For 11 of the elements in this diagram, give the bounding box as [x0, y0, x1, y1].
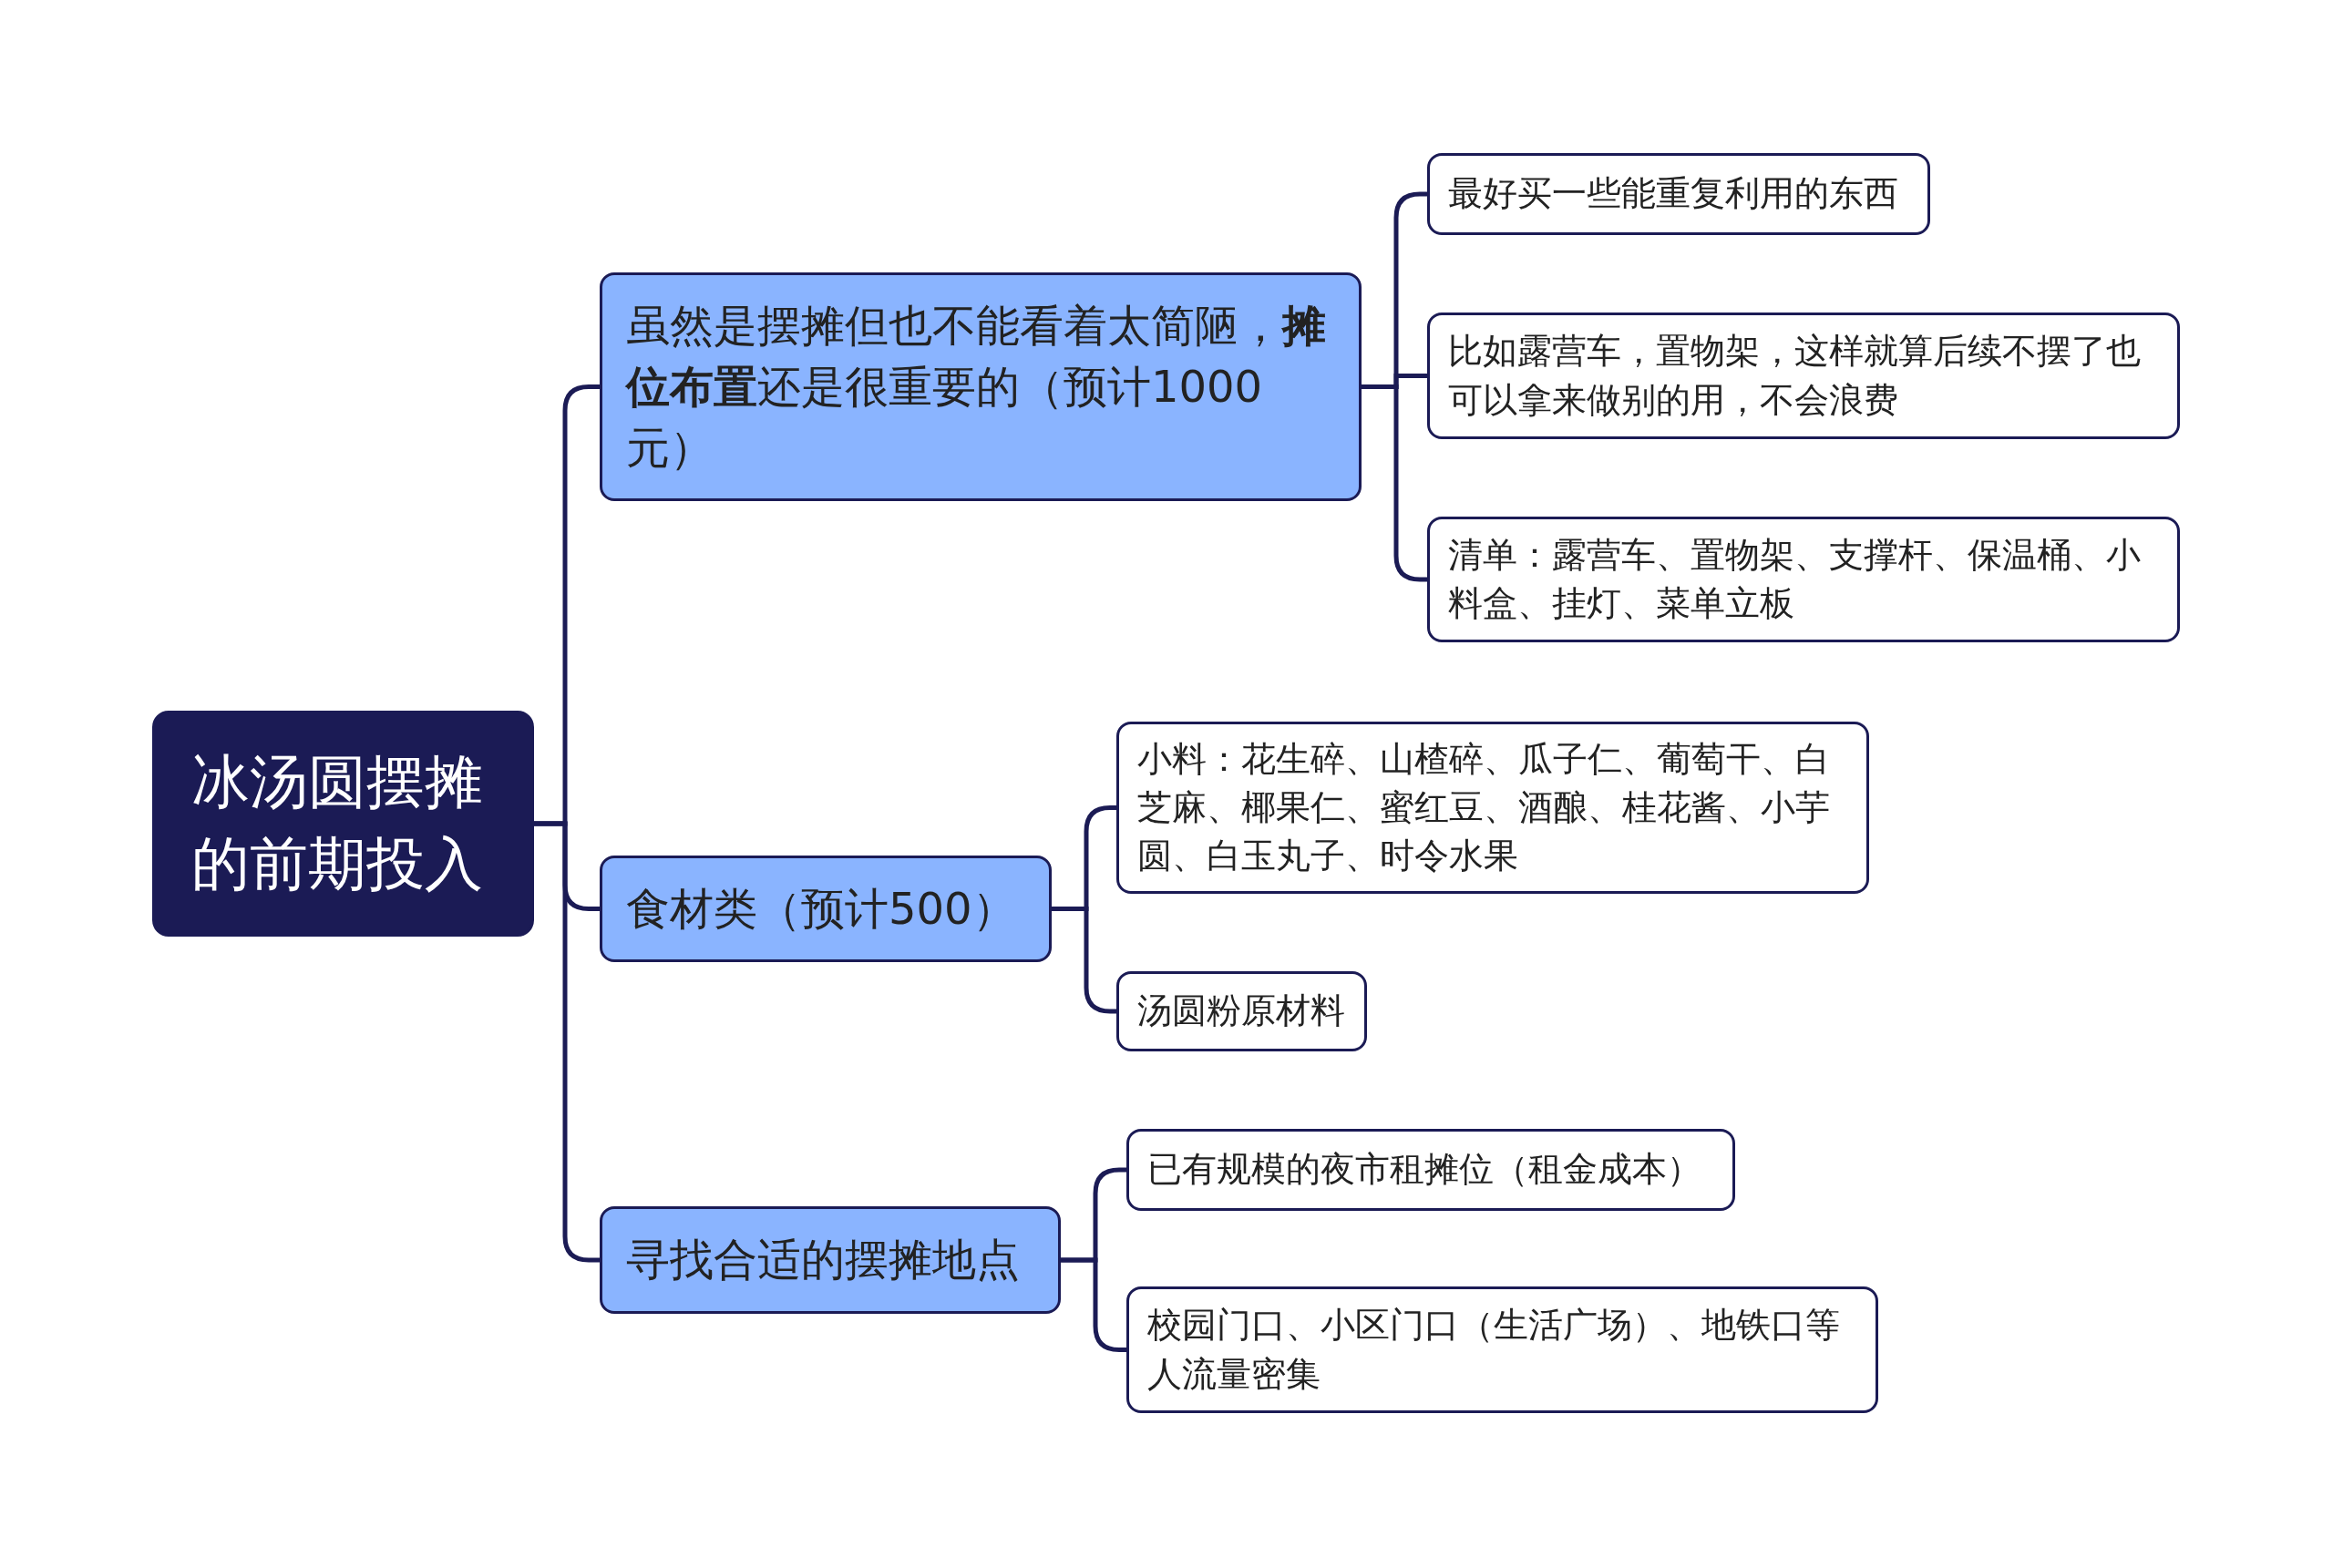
topic-box: 食材类（预计500）: [600, 856, 1052, 962]
root-topic: 冰汤圆摆摊的前期投入: [152, 711, 534, 937]
subtopic-box: 比如露营车，置物架，这样就算后续不摆了也可以拿来做别的用，不会浪费: [1427, 313, 2180, 439]
subtopic-box: 小料：花生碎、山楂碎、瓜子仁、葡萄干、白芝麻、椰果仁、蜜红豆、酒酿、桂花酱、小芋圆、白玉丸子、时令水果: [1116, 722, 1869, 894]
subtopic-box: 汤圆粉原材料: [1116, 971, 1367, 1051]
subtopic-box: 校园门口、小区门口（生活广场）、地铁口等人流量密集: [1126, 1286, 1878, 1413]
subtopic-box: 清单：露营车、置物架、支撑杆、保温桶、小料盒、挂灯、菜单立板: [1427, 517, 2180, 642]
topic-box: 寻找合适的摆摊地点: [600, 1206, 1061, 1314]
subtopic-box: 最好买一些能重复利用的东西: [1427, 153, 1930, 235]
topic-box: 虽然是摆摊但也不能看着太简陋，摊位布置还是很重要的（预计1000元）: [600, 272, 1362, 501]
subtopic-box: 已有规模的夜市租摊位（租金成本）: [1126, 1129, 1735, 1211]
